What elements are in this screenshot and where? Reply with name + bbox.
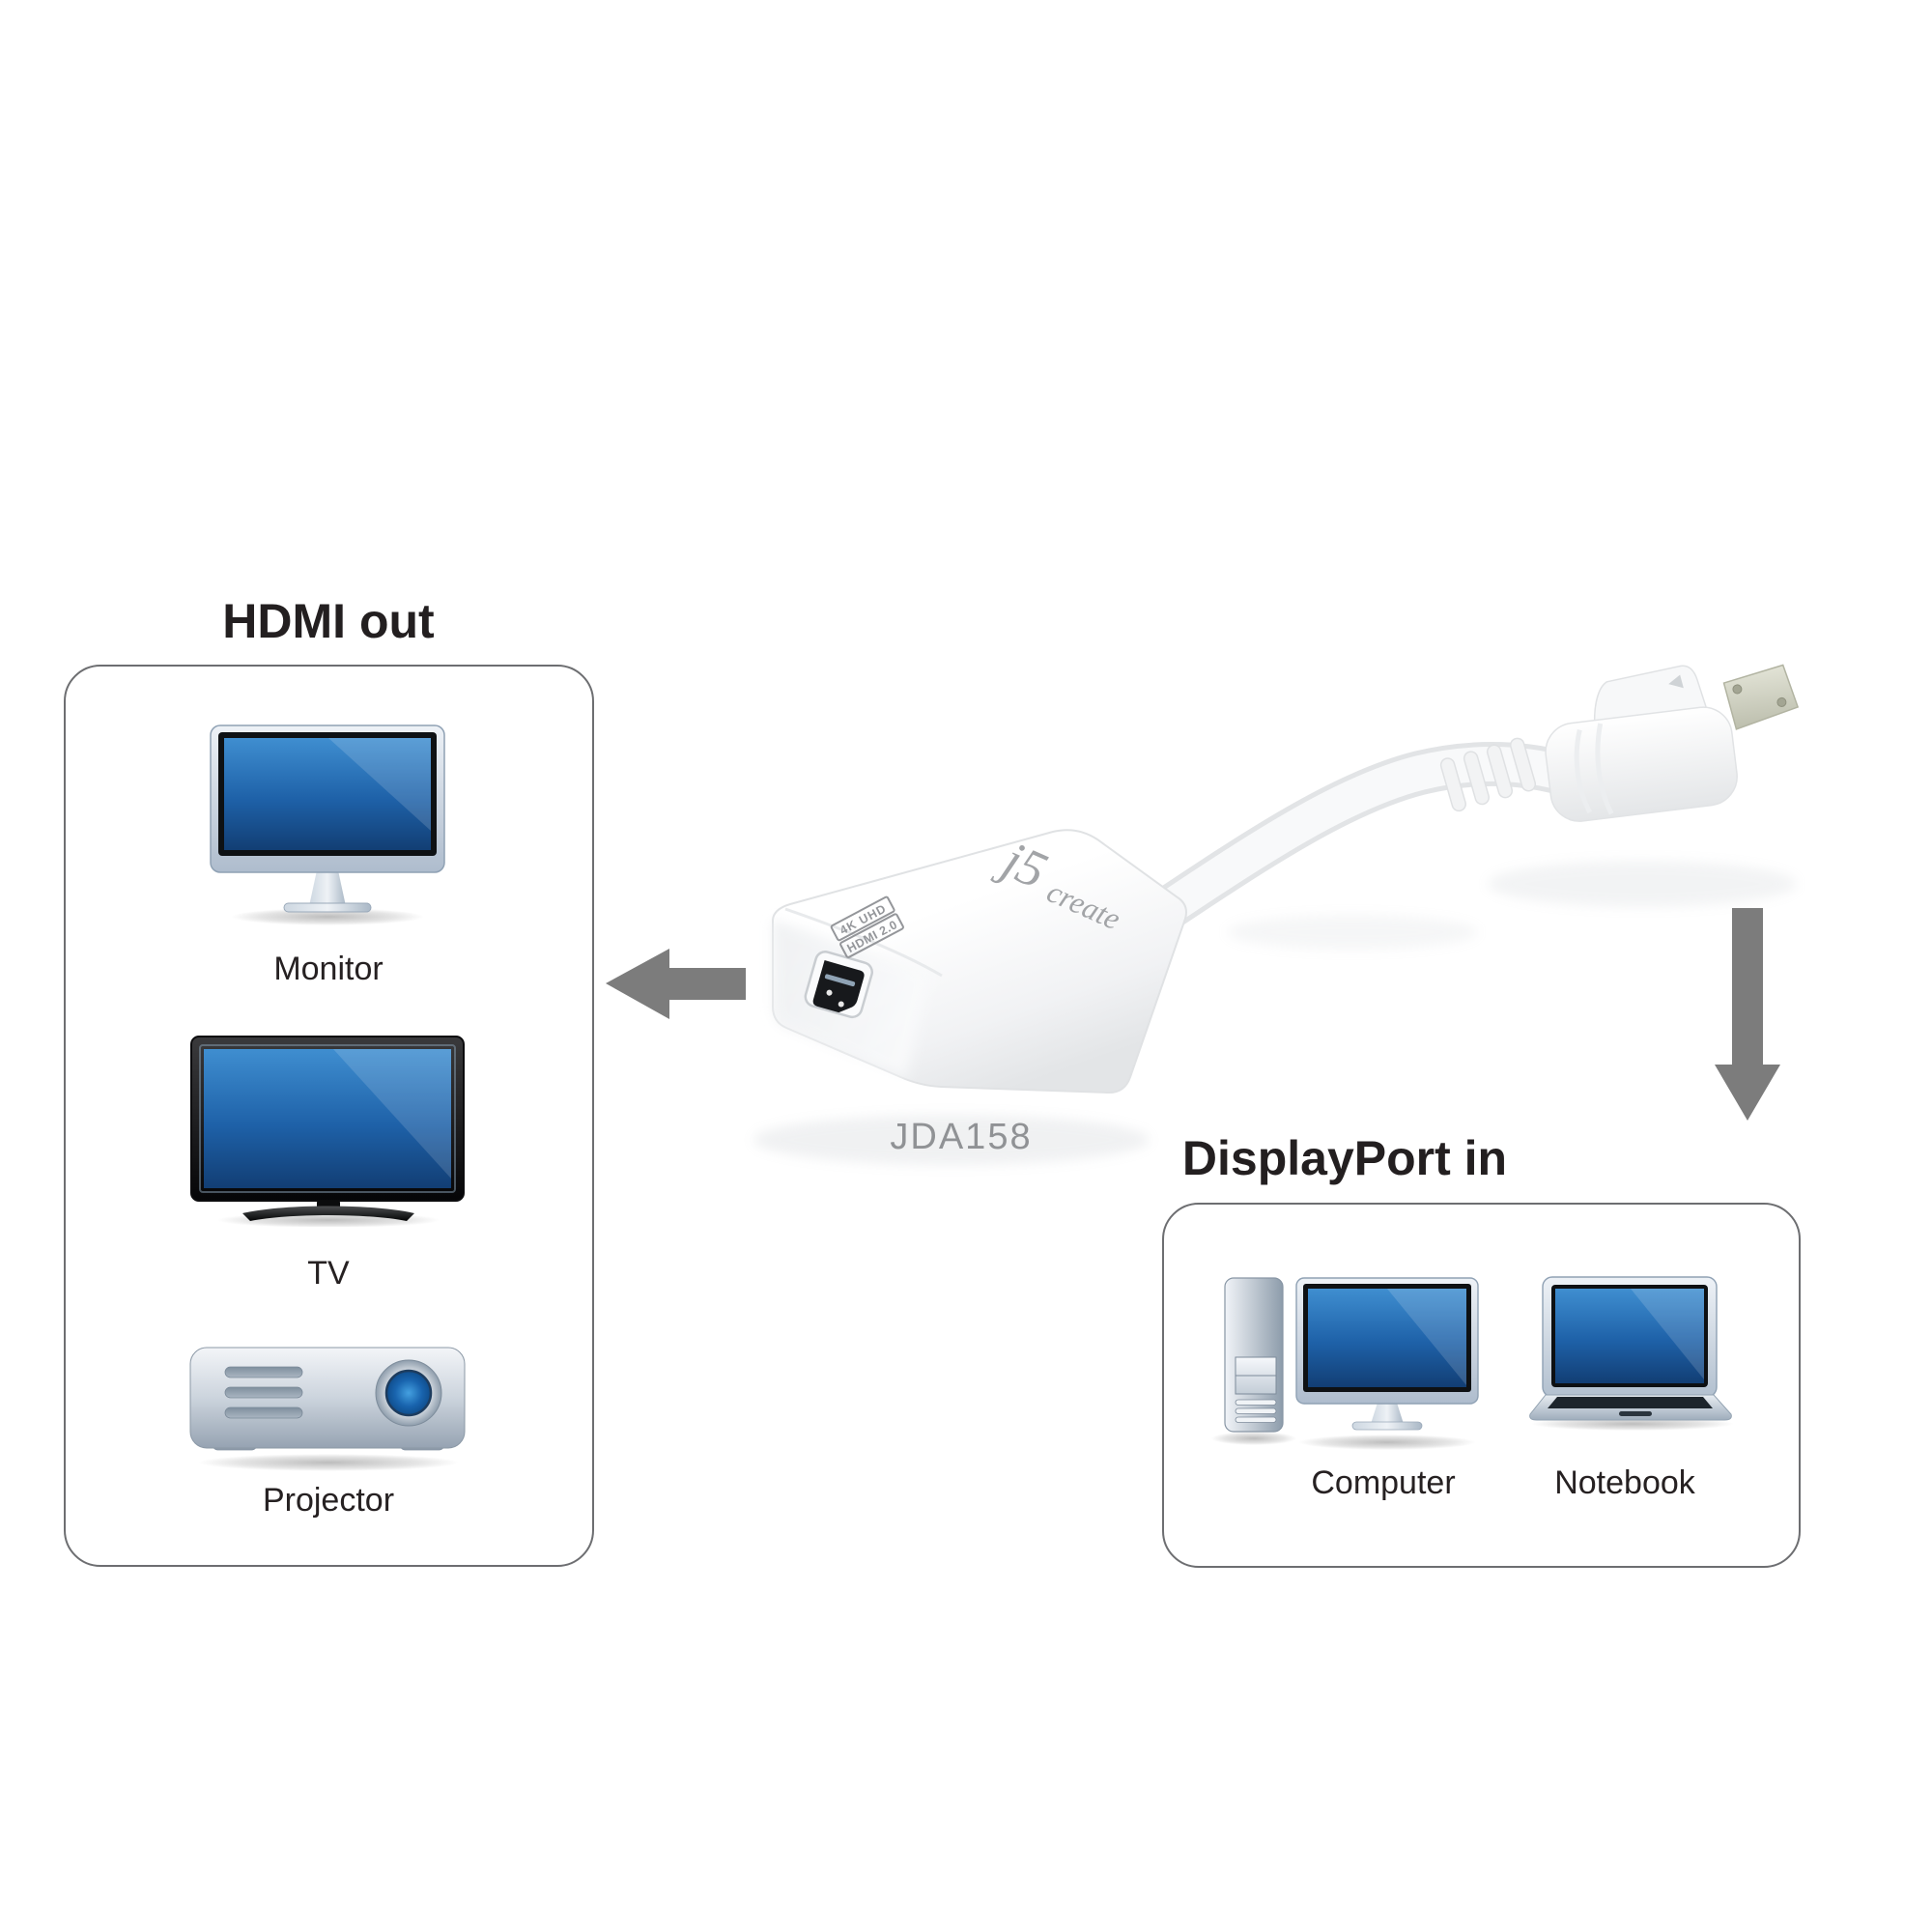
- displayport-plug-icon: [1545, 664, 1800, 822]
- down-arrow-icon: [1715, 908, 1780, 1121]
- left-arrow-icon: [606, 949, 746, 1019]
- model-number: JDA158: [890, 1117, 1033, 1157]
- computer-label: Computer: [1311, 1464, 1456, 1501]
- projector-label: Projector: [262, 1482, 395, 1519]
- monitor-label: Monitor: [273, 951, 384, 987]
- hdmi-out-box: [64, 665, 594, 1567]
- notebook-label: Notebook: [1554, 1464, 1695, 1501]
- tv-icon: [190, 1036, 465, 1227]
- tv-label: TV: [307, 1255, 350, 1292]
- displayport-in-title: DisplayPort in: [1181, 1131, 1508, 1185]
- cable-strain-relief: [1439, 737, 1537, 812]
- projector-icon: [189, 1347, 466, 1471]
- adapter-cable: [1135, 737, 1583, 938]
- hdmi-port-icon: [804, 951, 873, 1019]
- adapter-body: j5 create 4K UHD HDMI 2.0: [772, 828, 1187, 1094]
- hdmi-out-title: HDMI out: [222, 594, 435, 648]
- displayport-in-box: [1162, 1203, 1801, 1568]
- reflection-shadows: [753, 861, 1797, 1165]
- monitor-icon: [210, 724, 445, 925]
- computer-icon: [1211, 1277, 1479, 1450]
- notebook-icon: [1529, 1276, 1734, 1431]
